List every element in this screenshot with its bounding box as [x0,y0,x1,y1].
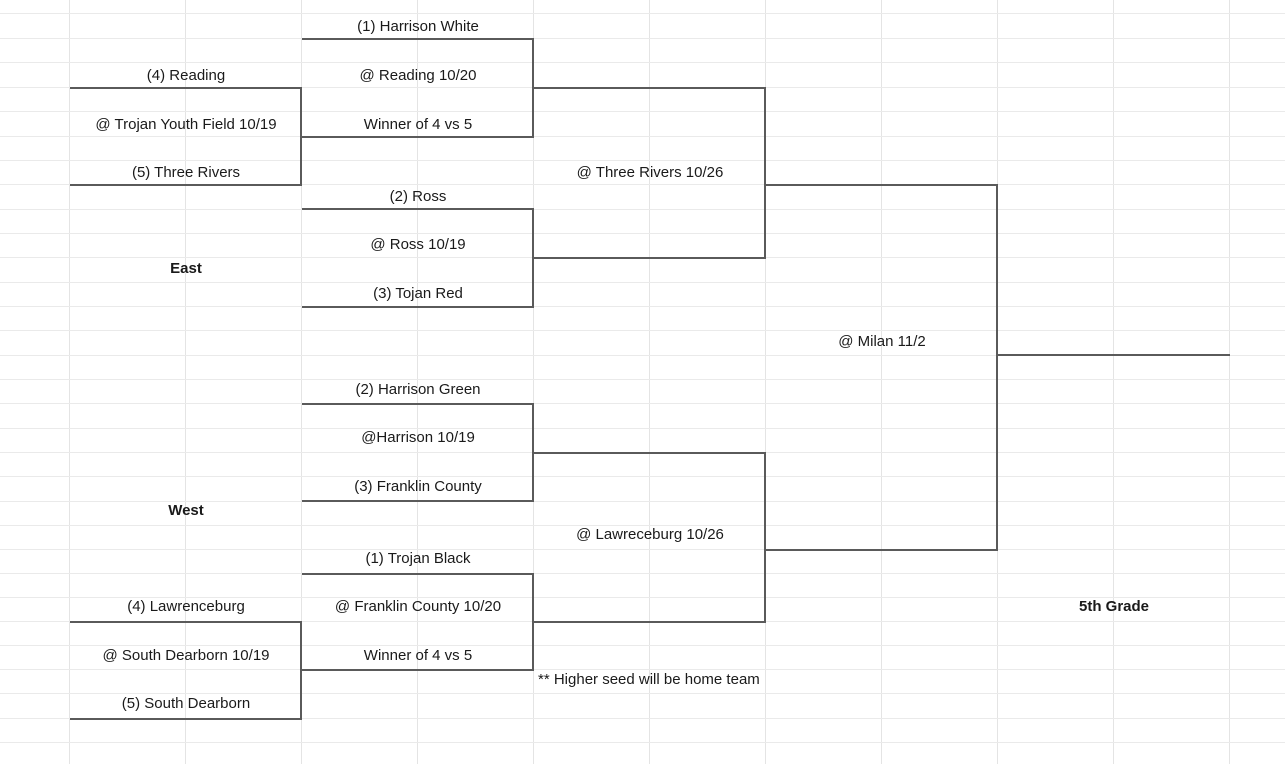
east-semifinal-2-top-team[interactable]: (2) Ross [389,188,447,205]
west-playin-bottom-team[interactable]: (5) South Dearborn [121,695,251,712]
east-semifinal-1-bottom-team[interactable]: Winner of 4 vs 5 [363,116,473,133]
east-semifinal-1-site[interactable]: @ Reading 10/20 [359,67,477,84]
bracket-title: 5th Grade [1078,598,1150,615]
east-playin-bottom-team[interactable]: (5) Three Rivers [131,164,241,181]
west-semifinal-2-bottom-team[interactable]: Winner of 4 vs 5 [363,647,473,664]
championship-site[interactable]: @ Milan 11/2 [838,333,926,350]
east-semifinal-1-top-team[interactable]: (1) Harrison White [357,18,479,35]
east-playin-site[interactable]: @ Trojan Youth Field 10/19 [95,116,277,133]
west-semifinal-1-top-team[interactable]: (2) Harrison Green [355,381,481,398]
west-playin-top-team[interactable]: (4) Lawrenceburg [127,598,245,615]
west-semifinal-2-site[interactable]: @ Franklin County 10/20 [334,598,502,615]
region-label-east: East [170,260,202,277]
footnote-note: ** Higher seed will be home team [538,671,760,688]
east-semifinal-2-bottom-team[interactable]: (3) Tojan Red [373,285,463,302]
east-playin-top-team[interactable]: (4) Reading [146,67,226,84]
west-playin-site[interactable]: @ South Dearborn 10/19 [102,647,270,664]
west-semifinal-1-bottom-team[interactable]: (3) Franklin County [354,478,482,495]
west-semifinal-2-top-team[interactable]: (1) Trojan Black [365,550,471,567]
east-semifinal-2-site[interactable]: @ Ross 10/19 [370,236,466,253]
west-semifinal-1-site[interactable]: @Harrison 10/19 [361,429,475,446]
east-final-site[interactable]: @ Three Rivers 10/26 [576,164,724,181]
region-label-west: West [168,502,204,519]
west-final-site[interactable]: @ Lawreceburg 10/26 [576,526,724,543]
